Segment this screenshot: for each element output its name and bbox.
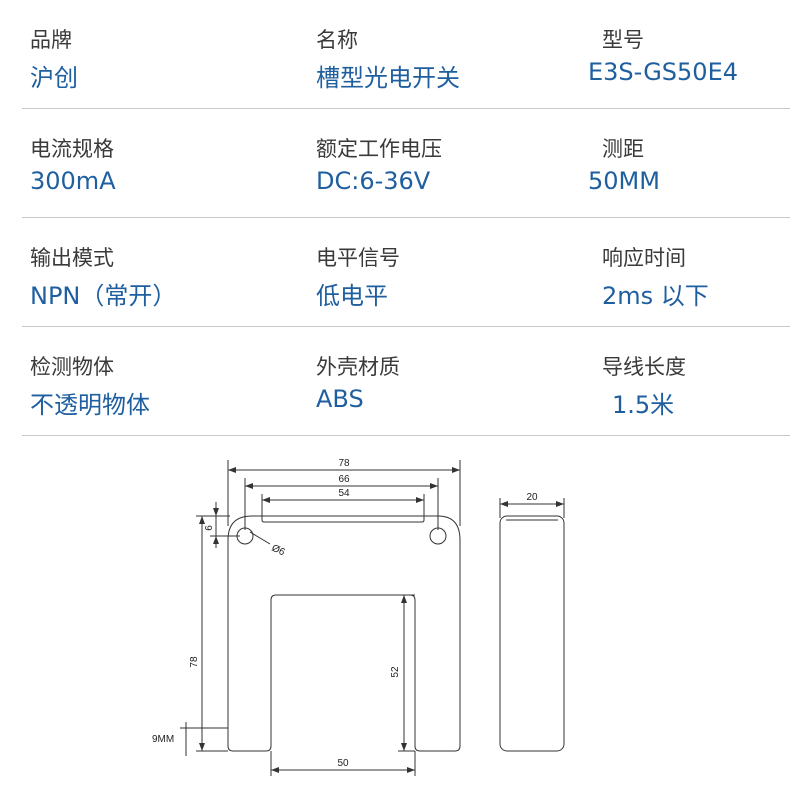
spec-label: 名称 — [316, 28, 358, 52]
dim-label-hole-pitch: 66 — [338, 474, 350, 485]
spec-row: 电流规格 300mA 额定工作电压 DC:6-36V 测距 50MM — [22, 109, 790, 218]
dimension-drawing: 78 66 54 20 6 Ø6 78 52 9MM 50 — [0, 440, 800, 800]
spec-value: ABS — [316, 385, 364, 413]
spec-label: 电平信号 — [316, 246, 400, 270]
spec-label: 品牌 — [30, 28, 72, 52]
mounting-hole-right — [429, 527, 447, 545]
spec-label: 响应时间 — [602, 246, 686, 270]
dim-label-slot-width: 50 — [337, 758, 349, 769]
dim-label-thickness: 20 — [526, 492, 538, 503]
spec-label: 输出模式 — [30, 246, 114, 270]
spec-value: 300mA — [30, 167, 116, 195]
spec-row: 检测物体 不透明物体 外壳材质 ABS 导线长度 1.5米 — [22, 327, 790, 436]
dim-label-slot-opening: 54 — [338, 488, 350, 499]
dim-label-slot-depth: 52 — [390, 666, 401, 678]
dim-label-width-total: 78 — [338, 458, 350, 469]
sensor-top-recess — [261, 516, 425, 523]
spec-label: 测距 — [602, 137, 644, 161]
spec-value: E3S-GS50E4 — [588, 58, 739, 86]
spec-value: 低电平 — [316, 282, 388, 310]
spec-label: 导线长度 — [602, 355, 686, 379]
spec-label: 额定工作电压 — [316, 137, 442, 161]
spec-label: 电流规格 — [30, 137, 114, 161]
spec-value: NPN（常开） — [30, 282, 177, 310]
spec-value: 槽型光电开关 — [316, 64, 460, 92]
dim-label-hole-offset: 6 — [204, 525, 215, 531]
spec-value: 50MM — [588, 167, 660, 195]
spec-value: DC:6-36V — [316, 167, 431, 195]
spec-label: 外壳材质 — [316, 355, 400, 379]
sensor-front-outline — [227, 515, 461, 752]
spec-value: 2ms 以下 — [602, 282, 709, 310]
spec-label: 检测物体 — [30, 355, 114, 379]
spec-label: 型号 — [602, 28, 644, 52]
dim-label-hole-diameter: Ø6 — [270, 543, 287, 559]
spec-row: 品牌 沪创 名称 槽型光电开关 型号 E3S-GS50E4 — [22, 0, 790, 109]
spec-value: 不透明物体 — [30, 391, 150, 419]
sensor-side-outline — [499, 515, 565, 752]
dim-label-height-total: 78 — [189, 656, 200, 668]
spec-value: 1.5米 — [612, 391, 675, 419]
spec-value: 沪创 — [30, 64, 78, 92]
spec-row: 输出模式 NPN（常开） 电平信号 低电平 响应时间 2ms 以下 — [22, 218, 790, 327]
dim-label-foot-height: 9MM — [152, 734, 174, 745]
dim-leader-hole — [249, 531, 271, 545]
